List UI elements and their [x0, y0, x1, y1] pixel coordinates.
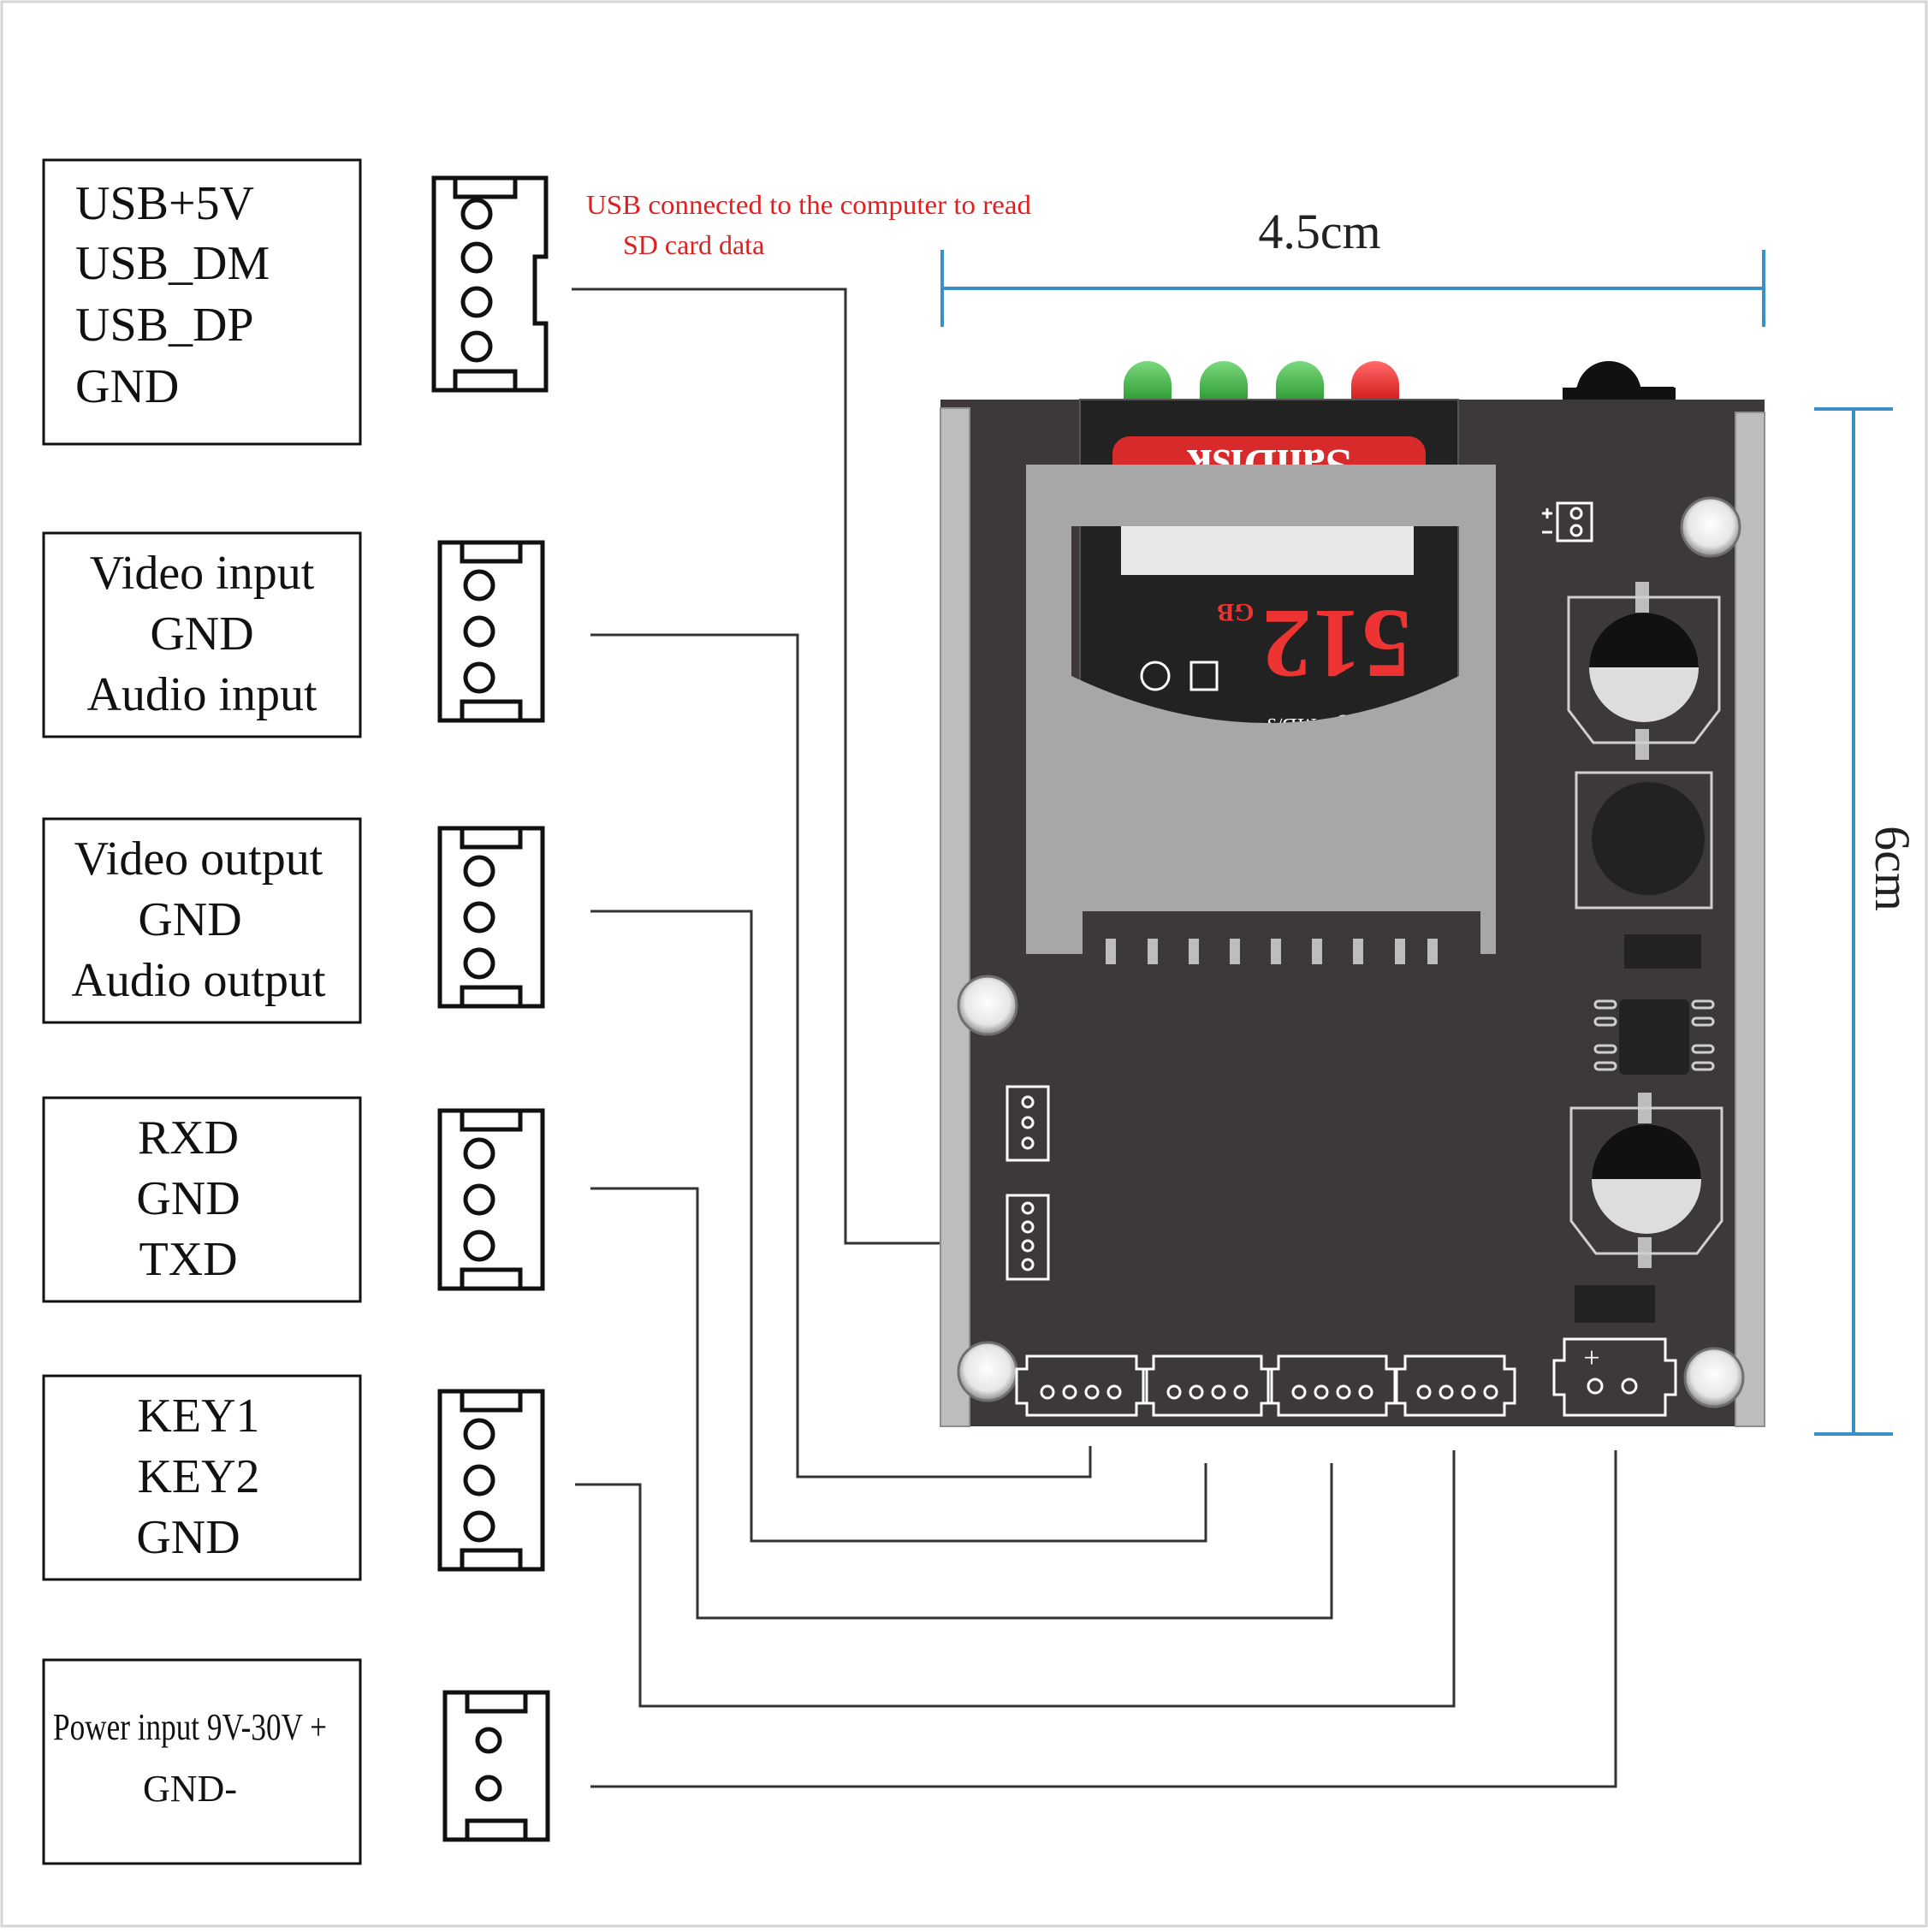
screw-icon — [957, 1341, 1018, 1402]
pin-label: USB_DP — [75, 299, 254, 352]
pin-label: Audio input — [86, 668, 317, 721]
video-output-connector-icon — [437, 826, 545, 1009]
wire-uart — [590, 1187, 1333, 1620]
keys-connector-icon — [437, 1389, 545, 1572]
board-rail-left — [940, 407, 970, 1427]
led-green-icon — [1200, 361, 1248, 402]
sd-capacity: 512 — [1262, 589, 1411, 698]
power-plus-mark: + — [1583, 1342, 1599, 1374]
sd-capacity-unit: GB — [1217, 598, 1254, 626]
capacitor-icon — [1567, 582, 1721, 760]
small-header-icon — [1542, 501, 1593, 542]
pin-label: TXD — [139, 1233, 237, 1286]
led-green-icon — [1276, 361, 1324, 402]
pin-label: GND — [150, 607, 253, 661]
pin-label: KEY2 — [137, 1450, 259, 1503]
sd-card-icon: SanDisk 512 GB 170 MB/s — [1079, 399, 1459, 751]
label-box-uart: RXD GND TXD — [42, 1096, 362, 1303]
wire-video-input — [590, 633, 1092, 1479]
led-green-icon — [1124, 361, 1172, 402]
vertical-header-icon — [1006, 1085, 1050, 1162]
status-leds — [1124, 361, 1399, 402]
board-rail-right — [1735, 412, 1765, 1427]
pin-label: GND — [138, 893, 241, 946]
screw-icon — [957, 975, 1018, 1036]
uart-connector-icon — [437, 1108, 545, 1291]
power-jack-icon — [1552, 1337, 1677, 1417]
pcb-board: SanDisk 512 GB 170 MB/s — [940, 399, 1765, 1427]
usb-header-icon — [1006, 1194, 1050, 1281]
label-box-keys: KEY1 KEY2 GND — [42, 1374, 362, 1581]
pin-label: GND — [75, 360, 179, 413]
bottom-connector-icon — [1142, 1354, 1273, 1417]
sd-slot-pins — [1106, 939, 1438, 964]
chip-icon — [1624, 934, 1701, 969]
usb-note-line2: SD card data — [623, 229, 764, 260]
label-box-power: Power input 9V-30V + GND- — [42, 1658, 362, 1865]
pin-label: USB+5V — [75, 177, 254, 230]
pin-label: GND — [136, 1172, 240, 1225]
ic-chip-icon — [1593, 999, 1715, 1075]
label-box-usb: USB+5V USB_DM USB_DP GND — [42, 158, 362, 446]
wire-video-output — [590, 910, 1207, 1543]
pin-label: RXD — [138, 1111, 239, 1165]
wire-usb — [572, 287, 988, 1245]
pin-label: GND — [136, 1511, 240, 1564]
bottom-connector-icon — [1393, 1354, 1516, 1417]
pin-label: Video output — [74, 833, 323, 886]
sd-slot-icon — [1026, 465, 1496, 954]
usb-note-line1: USB connected to the computer to read — [586, 189, 1031, 220]
pin-label: Audio output — [71, 954, 326, 1007]
pin-label: Video input — [90, 547, 315, 600]
wires — [572, 287, 1617, 1788]
screw-icon — [1680, 496, 1741, 558]
capacitor-icon — [1569, 1093, 1723, 1268]
push-button-icon — [1575, 771, 1713, 910]
pin-label: KEY1 — [137, 1390, 259, 1443]
led-red-icon — [1351, 361, 1399, 402]
usb-note: USB connected to the computer to read SD… — [586, 189, 1031, 260]
usb-connector-icon — [431, 175, 549, 393]
bottom-connector-icon — [1015, 1354, 1148, 1417]
power-connector-icon — [442, 1690, 550, 1842]
height-dimension — [1814, 407, 1893, 1436]
chip-icon — [1575, 1285, 1655, 1323]
screw-icon — [1683, 1347, 1745, 1408]
wire-keys — [575, 1450, 1456, 1708]
width-label: 4.5cm — [1258, 204, 1380, 259]
width-dimension — [940, 250, 1765, 327]
pin-label: GND- — [143, 1768, 237, 1810]
height-label: 6cm — [1865, 826, 1920, 911]
label-box-video-input: Video input GND Audio input — [42, 531, 362, 738]
wire-power — [590, 1450, 1617, 1788]
video-input-connector-icon — [437, 540, 545, 723]
bottom-connector-icon — [1267, 1354, 1398, 1417]
pin-label: Power input 9V-30V + — [53, 1706, 327, 1748]
label-box-video-output: Video output GND Audio output — [42, 817, 362, 1024]
pin-label: USB_DM — [75, 237, 270, 290]
